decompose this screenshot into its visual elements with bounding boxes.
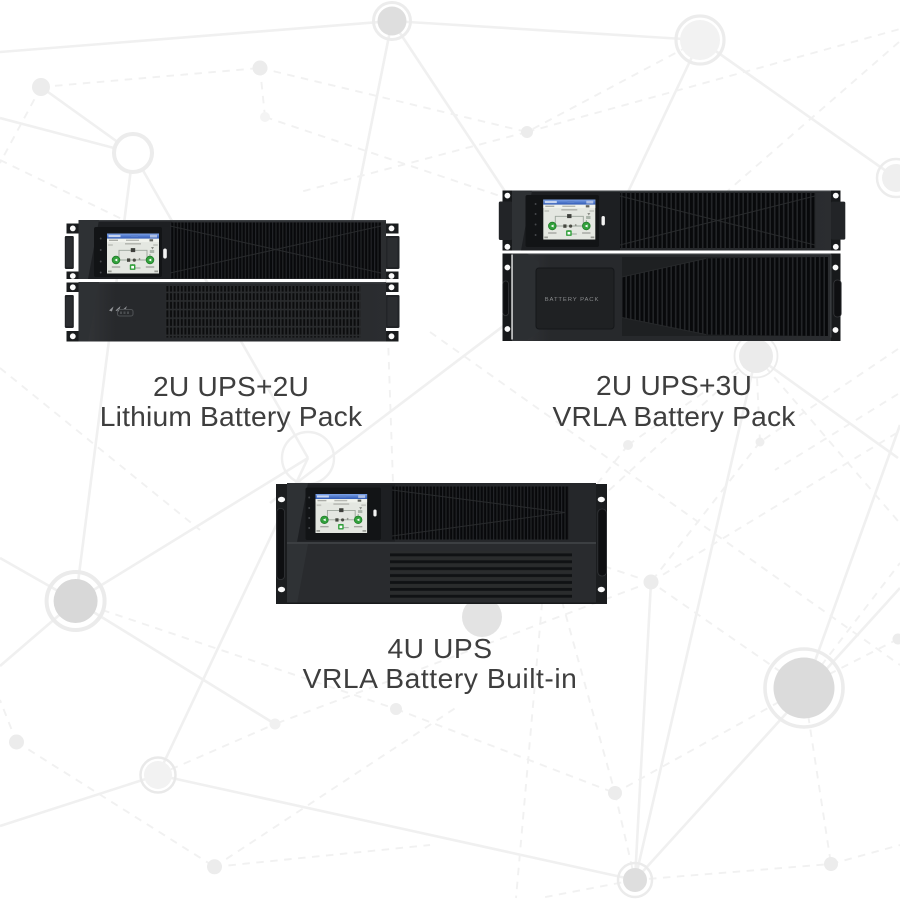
svg-text:BATTERY PACK: BATTERY PACK bbox=[545, 297, 600, 303]
